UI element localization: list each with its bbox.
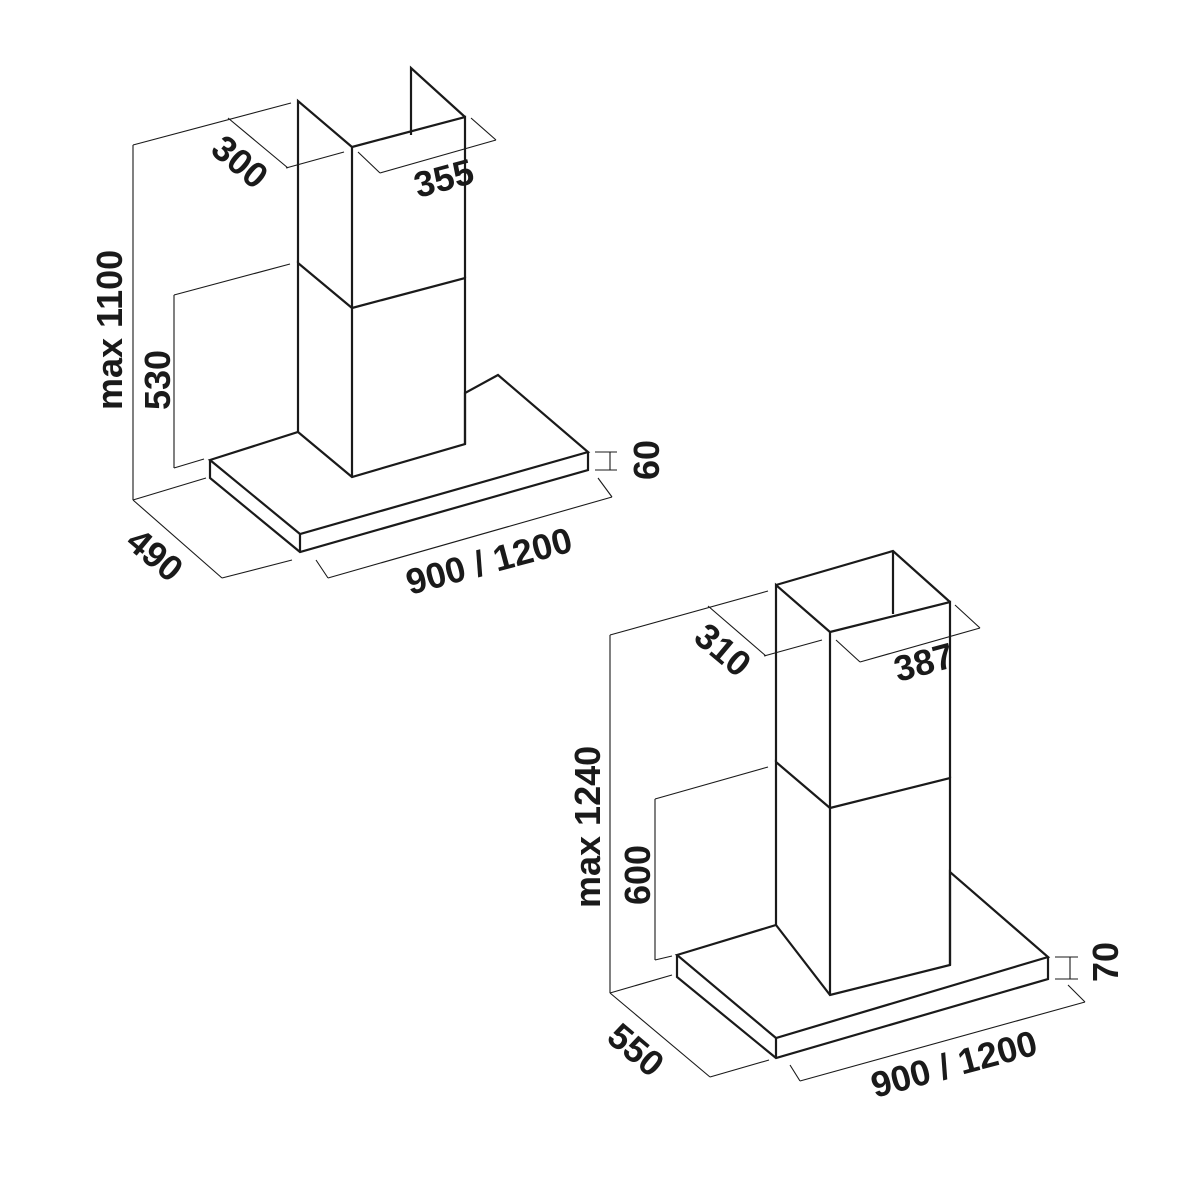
hood-drawing-bottom: max 1240 600 310 387 70 550 900 / 1200	[567, 549, 1126, 1106]
dimension-lines	[609, 590, 1086, 1082]
dimension-labels: max 1240 600 310 387 70 550 900 / 1200	[567, 615, 1126, 1106]
dim-label-canopy-width: 900 / 1200	[866, 1022, 1041, 1106]
dim-label-chimney-depth: 310	[687, 615, 759, 685]
dim-label-chimney-depth: 300	[204, 127, 276, 197]
dim-label-chimney-width: 387	[889, 635, 958, 690]
dim-label-canopy-thickness: 70	[1085, 942, 1126, 982]
dim-label-canopy-depth: 490	[119, 520, 191, 590]
hood-drawing-top: max 1100 530 300 355 60 490 900 / 1200	[89, 65, 667, 603]
dimension-labels: max 1100 530 300 355 60 490 900 / 1200	[89, 127, 667, 603]
dim-label-chimney-width: 355	[409, 151, 478, 206]
dim-label-canopy-thickness: 60	[626, 440, 667, 480]
hood-outline	[207, 65, 591, 554]
dim-label-chimney-low: 600	[617, 845, 658, 905]
dimension-lines	[132, 102, 617, 579]
dim-label-canopy-depth: 550	[600, 1015, 672, 1085]
hood-outline	[674, 549, 1051, 1060]
dim-label-max-height: max 1240	[567, 746, 608, 908]
dim-label-max-height: max 1100	[89, 250, 130, 410]
dim-label-chimney-low: 530	[137, 350, 178, 410]
